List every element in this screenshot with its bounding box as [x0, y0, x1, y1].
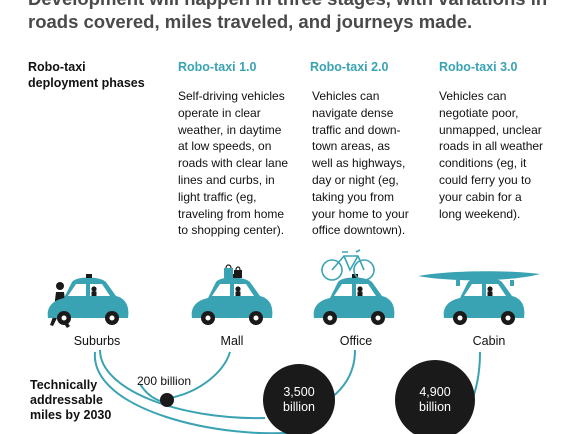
robo-taxi-car-icon	[313, 274, 395, 325]
value-4900-billion: 4,900 billion	[399, 385, 471, 415]
value-200-billion: 200 billion	[137, 374, 192, 388]
phase-1-line: Self-driving vehicles	[178, 89, 285, 103]
phase-2-line: traffic and down-	[312, 122, 401, 137]
value-3500-number: 3,500	[283, 385, 315, 399]
value-4900-number: 4,900	[419, 385, 451, 399]
phase-3-line: negotiate poor,	[439, 105, 519, 120]
intro-line-2: roads covered, miles traveled, and journ…	[28, 11, 473, 32]
phase-title-2: Robo-taxi 2.0	[310, 60, 389, 74]
phase-2-line: navigate dense	[312, 105, 394, 120]
phase-2-line: office downtown).	[312, 223, 406, 238]
miles-label: Technically addressable miles by 2030	[30, 378, 140, 423]
phase-description-3: Vehicles can negotiate poor, unmapped, u…	[439, 88, 567, 222]
phase-2-line: Vehicles can	[312, 89, 380, 103]
phase-1-line: light traffic (eg,	[178, 189, 257, 204]
destination-office: Office	[339, 334, 373, 348]
miles-label-line-1: Technically	[30, 378, 98, 392]
phase-3-line: could ferry you to	[439, 172, 532, 187]
phase-1-line: traveling from home	[178, 206, 285, 221]
phase-title-1: Robo-taxi 1.0	[178, 60, 257, 74]
bicycle-icon	[321, 249, 375, 281]
phase-3-line: roads in all weather	[439, 139, 544, 154]
miles-label-line-2: addressable	[30, 393, 103, 407]
phase-2-line: town areas, as	[312, 139, 391, 154]
phase-2-line: well as highways,	[312, 156, 406, 171]
destination-suburbs: Suburbs	[73, 334, 121, 348]
shopping-bags-icon	[224, 264, 242, 278]
phase-1-line: lines and curbs, in	[178, 172, 275, 187]
phase-description-2: Vehicles can navigate dense traffic and …	[312, 88, 440, 239]
phases-label-line-2: deployment phases	[28, 76, 145, 90]
destination-cabin: Cabin	[472, 334, 506, 348]
destination-mall: Mall	[220, 334, 244, 348]
phase-title-3: Robo-taxi 3.0	[439, 60, 518, 74]
value-3500-billion: 3,500 billion	[263, 385, 335, 415]
miles-label-line-3: miles by 2030	[30, 408, 112, 422]
bubble-200-billion	[160, 393, 174, 407]
robo-taxi-car-icon	[47, 274, 129, 325]
intro-line-1: Development will happen in three stages,…	[28, 0, 568, 10]
phase-1-line: operate in clear	[178, 105, 261, 120]
kayak-icon	[418, 271, 540, 286]
phase-3-line: unmapped, unclear	[439, 122, 542, 137]
bubble-4900-billion	[395, 360, 475, 434]
phase-1-line: at low speeds, on	[178, 139, 272, 154]
phases-label-line-1: Robo-taxi	[28, 60, 86, 74]
bubble-3500-billion	[263, 364, 335, 434]
value-4900-unit: billion	[419, 400, 451, 414]
phase-3-line: Vehicles can	[439, 89, 507, 103]
robo-taxi-car-icon	[191, 274, 273, 325]
phase-2-line: taking you from	[312, 189, 395, 204]
value-3500-unit: billion	[283, 400, 315, 414]
phase-1-line: weather, in daytime	[178, 122, 282, 137]
phases-label: Robo-taxi deployment phases	[28, 59, 168, 91]
phase-2-line: day or night (eg,	[312, 172, 399, 187]
phase-3-line: long weekend).	[439, 206, 521, 221]
phase-2-line: your home to your	[312, 206, 409, 221]
phase-1-line: roads with clear lane	[178, 156, 289, 171]
phase-description-1: Self-driving vehicles operate in clear w…	[178, 88, 306, 239]
phase-3-line: your cabin for a	[439, 189, 522, 204]
phase-1-line: to shopping center).	[178, 223, 285, 238]
phase-3-line: conditions (eg, it	[439, 156, 527, 171]
intro-text: Development will happen in three stages,…	[28, 0, 568, 33]
